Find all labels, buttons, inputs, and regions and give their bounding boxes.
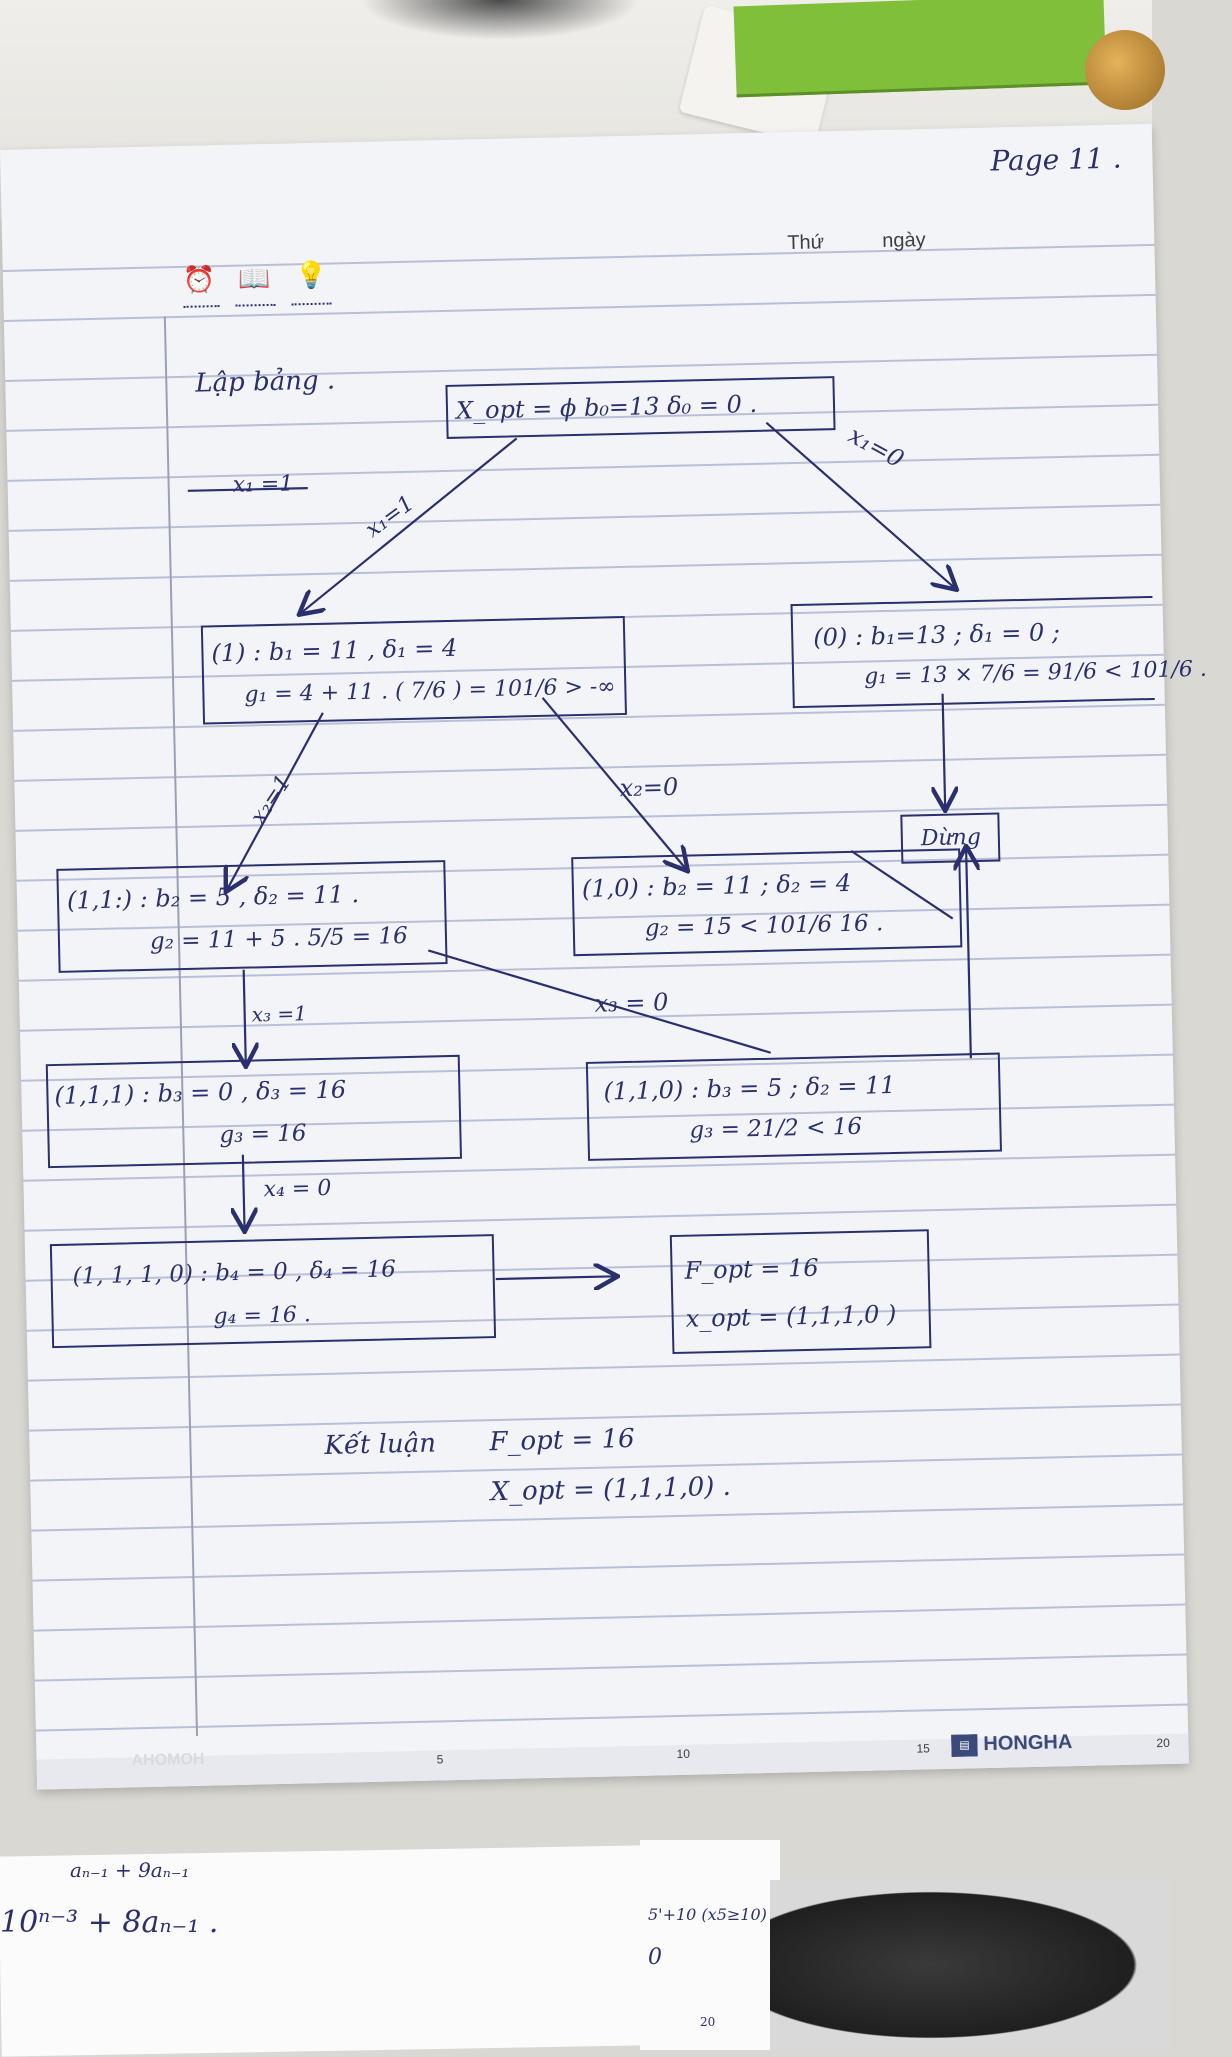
- root-node: X_opt = ϕ b₀=13 δ₀ = 0 .: [445, 376, 836, 439]
- green-notebook: [733, 0, 1107, 98]
- under-line-1: aₙ₋₁ + 9aₙ₋₁: [70, 1858, 190, 1882]
- conclusion-f-opt: F_opt = 16: [489, 1423, 635, 1458]
- node-1-1-0-line1: (1,1,0) : b₃ = 5 ; δ₂ = 11: [603, 1070, 896, 1106]
- faint-brand: AHOMOH: [131, 1750, 205, 1770]
- ruler-tick: 15: [916, 1741, 931, 1756]
- conclusion-x-opt: X_opt = (1,1,1,0) .: [490, 1471, 732, 1508]
- node-1-line2: g₁ = 4 + 11 . ( 7/6 ) = 101/6 > -∞: [244, 674, 616, 708]
- node-1-1: (1,1:) : b₂ = 5 , δ₂ = 11 . g₂ = 11 + 5 …: [56, 860, 448, 973]
- edge-label-x3-one: x₃ =1: [251, 1001, 308, 1027]
- node-0-line1: (0) : b₁=13 ; δ₁ = 0 ;: [812, 618, 1061, 652]
- edge-n110-to-stop: [966, 848, 971, 1059]
- conclusion-label: Kết luận: [324, 1428, 437, 1461]
- under-line-2: 10ⁿ⁻³ + 8aₙ₋₁ .: [0, 1905, 219, 1940]
- edge-n10-to-stop: [850, 849, 954, 920]
- tree-edges: [187, 421, 1189, 1790]
- edge-label-x1-crossed: x₁ =1: [232, 471, 294, 498]
- node-1-1-1-0-line1: (1, 1, 1, 0) : b₄ = 0 , δ₄ = 16: [72, 1256, 397, 1290]
- node-1-1-0-line2: g₃ = 21/2 < 16: [689, 1113, 863, 1144]
- node-1-1-1-0: (1, 1, 1, 0) : b₄ = 0 , δ₄ = 16 g₄ = 16 …: [49, 1234, 497, 1349]
- dark-object: [770, 1880, 1170, 2050]
- node-1-1-line2: g₂ = 11 + 5 . 5/5 = 16: [149, 922, 408, 955]
- edge-label-x4-zero: x₄ = 0: [263, 1175, 332, 1203]
- result-x-opt: x_opt = (1,1,1,0 ): [685, 1299, 897, 1333]
- result-f-opt: F_opt = 16: [684, 1253, 819, 1285]
- edge-label-x2-zero: x₂=0: [619, 772, 679, 803]
- brand-logo: ▤ HONGHA: [951, 1731, 1073, 1757]
- node-1-1-1-line2: g₃ = 16: [219, 1120, 307, 1149]
- ruler-tick: 10: [676, 1746, 691, 1762]
- edge-to-result: [495, 1276, 616, 1279]
- edge-root-to-n0: [765, 421, 955, 592]
- edge-n11-to-n111: [244, 969, 246, 1065]
- brand-name: HONGHA: [983, 1731, 1073, 1756]
- strike-through: [187, 487, 308, 492]
- ruler-tick: 20: [1156, 1735, 1170, 1751]
- under-side-3: 20: [700, 2015, 716, 2029]
- node-1-1-1: (1,1,1) : b₃ = 0 , δ₃ = 16 g₃ = 16: [45, 1054, 463, 1169]
- ruler-tick: 5: [436, 1752, 444, 1767]
- under-side-1: 5'+10 (x5≥10): [648, 1905, 767, 1924]
- edge-label-x3-zero: x₃ = 0: [594, 988, 669, 1018]
- node-1-0-line1: (1,0) : b₂ = 11 ; δ₂ = 4: [581, 868, 852, 903]
- node-1-0: (1,0) : b₂ = 11 ; δ₂ = 4 g₂ = 15 < 101/6…: [571, 848, 963, 957]
- under-side-2: 0: [648, 1945, 662, 1970]
- edge-n1-to-n10: [541, 697, 687, 873]
- notebook-page: Page 11 . Thứ ngày ⏰ 📖 💡 Lập bảng .: [0, 123, 1207, 1790]
- shadow: [360, 0, 640, 40]
- edge-root-to-n1: [297, 437, 518, 613]
- stop-node-label: Dừng: [920, 824, 982, 852]
- edge-n111-to-n1110: [243, 1154, 245, 1230]
- node-1-line1: (1) : b₁ = 11 , δ₁ = 4: [211, 633, 458, 668]
- root-node-text: X_opt = ϕ b₀=13 δ₀ = 0 .: [455, 389, 758, 425]
- node-1-0-line2: g₂ = 15 < 101/6 16 .: [644, 910, 884, 942]
- edge-n0-to-stop: [943, 693, 946, 809]
- edge-n1-to-n11: [223, 712, 324, 890]
- snack-jar: [1085, 30, 1165, 110]
- edge-n11-to-n110: [427, 949, 771, 1054]
- node-1-1-1-line1: (1,1,1) : b₃ = 0 , δ₃ = 16: [54, 1075, 347, 1111]
- underlying-page-strip: [640, 1840, 780, 2050]
- result-node: F_opt = 16 x_opt = (1,1,1,0 ): [669, 1229, 932, 1355]
- node-0: (0) : b₁=13 ; δ₁ = 0 ; g₁ = 13 × 7/6 = 9…: [790, 595, 1207, 709]
- node-1-1-0: (1,1,0) : b₃ = 5 ; δ₂ = 11 g₃ = 21/2 < 1…: [585, 1052, 1002, 1161]
- brand-mark-icon: ▤: [951, 1733, 978, 1757]
- node-1-1-1-0-line2: g₄ = 16 .: [213, 1302, 312, 1330]
- node-1-1-line1: (1,1:) : b₂ = 5 , δ₂ = 11 .: [66, 880, 360, 915]
- node-1: (1) : b₁ = 11 , δ₁ = 4 g₁ = 4 + 11 . ( 7…: [200, 615, 627, 725]
